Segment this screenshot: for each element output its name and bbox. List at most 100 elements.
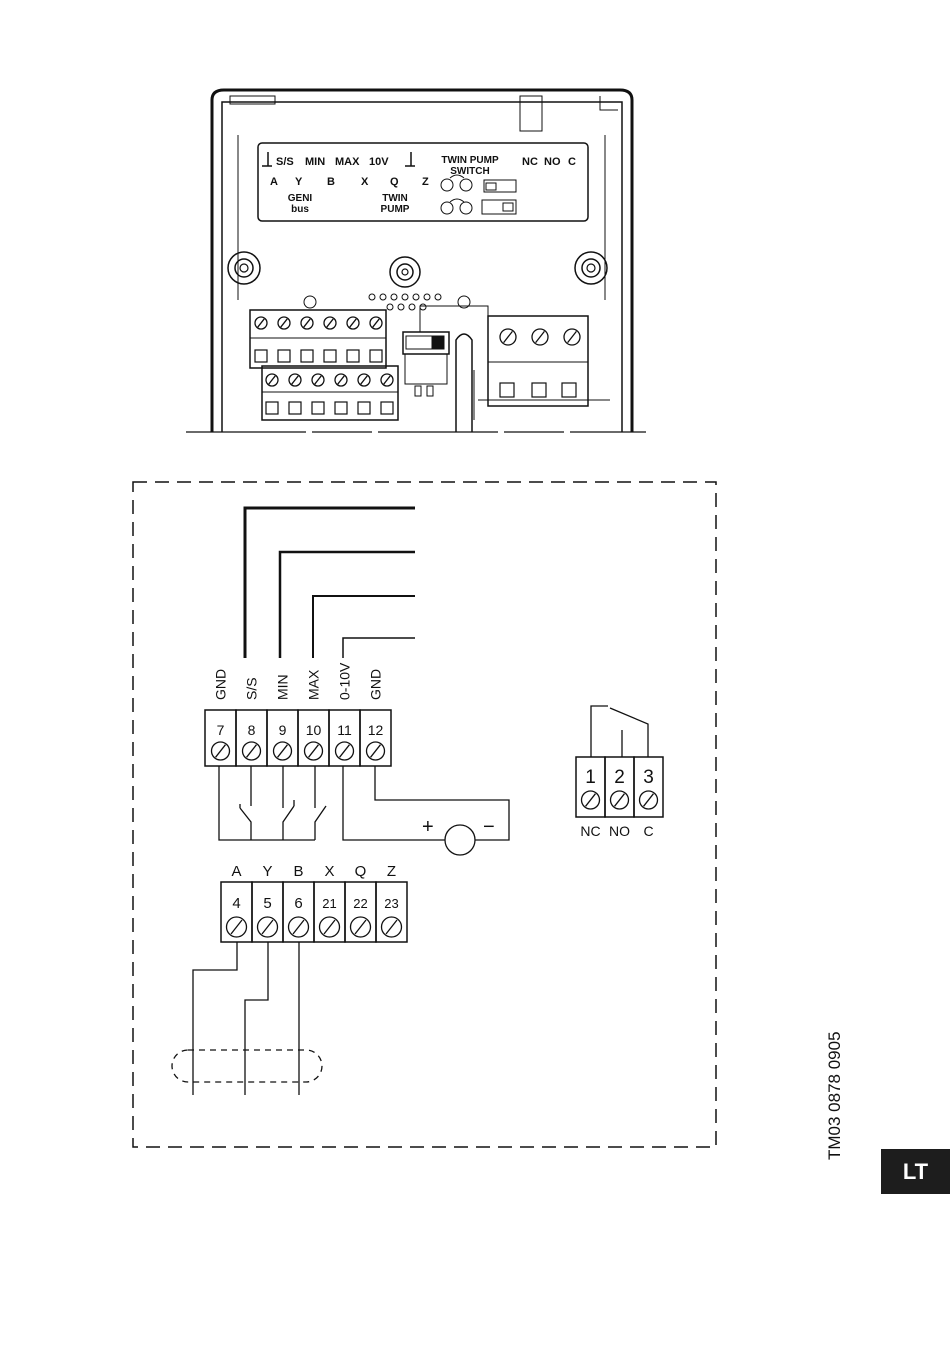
terminal-screw-icon bbox=[243, 742, 261, 760]
terminal-screw-icon bbox=[305, 742, 323, 760]
terminal-number: 11 bbox=[337, 722, 352, 738]
terminal-screw-icon bbox=[212, 742, 230, 760]
photo-screw-relay bbox=[532, 329, 548, 345]
input-leads bbox=[245, 508, 415, 658]
relay-terminal-2: 2NO bbox=[605, 757, 634, 839]
analog-signal-source bbox=[343, 766, 509, 855]
photo-terminal-slot bbox=[370, 350, 382, 362]
plate-label-10v: 10V bbox=[369, 156, 389, 168]
terminal-screw-icon bbox=[227, 917, 247, 937]
plate-label-z: Z bbox=[422, 176, 429, 188]
terminal-control-11: 11 0-10V bbox=[329, 662, 360, 766]
terminal-label: S/S bbox=[244, 677, 260, 700]
terminal-label: Q bbox=[355, 863, 367, 880]
plate-label-nc: NC bbox=[522, 156, 538, 168]
signal-minus: − bbox=[483, 816, 495, 838]
plate-label-q: Q bbox=[390, 176, 399, 188]
relay-contact bbox=[591, 706, 648, 757]
terminal-screw-icon bbox=[289, 917, 309, 937]
photo-screw-upper bbox=[255, 317, 267, 329]
photo-screw-upper bbox=[301, 317, 313, 329]
ground-symbol-icon bbox=[262, 152, 272, 166]
signal-plus: + bbox=[422, 816, 434, 838]
terminal-screws-upper bbox=[255, 317, 382, 362]
terminal-label: GND bbox=[368, 669, 384, 700]
terminal-screw-icon bbox=[367, 742, 385, 760]
photo-terminal-slot bbox=[381, 402, 393, 414]
terminal-label: A bbox=[231, 863, 241, 880]
terminal-number: 12 bbox=[368, 722, 384, 738]
terminal-screw-icon bbox=[351, 917, 371, 937]
terminal-number: 9 bbox=[279, 722, 287, 738]
terminal-number: 10 bbox=[306, 722, 322, 738]
photo-terminal-slot bbox=[289, 402, 301, 414]
photo-terminal-slot bbox=[312, 402, 324, 414]
plate-label-b: B bbox=[327, 176, 335, 188]
terminal-bus-5: Y5 bbox=[252, 863, 283, 942]
photo-terminal-slot bbox=[278, 350, 290, 362]
terminal-control-9: 9 MIN bbox=[267, 674, 298, 766]
plate-label-a: A bbox=[270, 176, 278, 188]
relay-number: 2 bbox=[614, 767, 625, 788]
terminal-screw-icon bbox=[582, 791, 600, 809]
terminal-number: 4 bbox=[232, 895, 240, 912]
terminal-screws-lower bbox=[266, 374, 393, 414]
terminal-screw-icon bbox=[274, 742, 292, 760]
terminal-label: Z bbox=[387, 863, 396, 880]
photo-screw-relay bbox=[500, 329, 516, 345]
relay-number: 3 bbox=[643, 767, 654, 788]
external-switches bbox=[219, 766, 326, 840]
photo-terminal-slot bbox=[347, 350, 359, 362]
relay-label: NC bbox=[580, 823, 600, 839]
photo-terminal-slot bbox=[266, 402, 278, 414]
language-badge: LT bbox=[881, 1149, 950, 1194]
terminal-screws-relay bbox=[500, 329, 580, 345]
relay-terminal-block: 1NC 2NO 3C bbox=[576, 757, 663, 839]
photo-screw-relay bbox=[564, 329, 580, 345]
relay-label: C bbox=[643, 823, 653, 839]
terminal-control-8: 8 S/S bbox=[236, 677, 267, 766]
terminal-control-12: 12 GND bbox=[360, 669, 391, 766]
terminal-label: X bbox=[324, 863, 334, 880]
terminal-box-drawing bbox=[186, 90, 646, 432]
photo-screw-lower bbox=[312, 374, 324, 386]
photo-terminal-slot bbox=[358, 402, 370, 414]
ground-symbol-icon bbox=[405, 152, 415, 166]
photo-screw-lower bbox=[335, 374, 347, 386]
photo-screw-lower bbox=[266, 374, 278, 386]
relay-number: 1 bbox=[585, 767, 596, 788]
plate-label-max: MAX bbox=[335, 156, 360, 168]
terminal-bus-4: A4 bbox=[221, 863, 252, 942]
photo-screw-lower bbox=[381, 374, 393, 386]
terminal-label: MIN bbox=[275, 674, 291, 700]
bus-cable bbox=[172, 942, 322, 1095]
photo-screw-lower bbox=[358, 374, 370, 386]
photo-screw-upper bbox=[370, 317, 382, 329]
terminal-label: Y bbox=[262, 863, 272, 880]
terminal-number: 5 bbox=[263, 895, 271, 912]
drawing-reference-code: TM03 0878 0905 bbox=[825, 1031, 845, 1160]
plate-label-ss: S/S bbox=[276, 156, 294, 168]
terminal-label: B bbox=[293, 863, 303, 880]
terminal-screw-icon bbox=[320, 917, 340, 937]
photo-terminal-slot bbox=[255, 350, 267, 362]
terminal-screw-icon bbox=[611, 791, 629, 809]
terminal-screw-icon bbox=[336, 742, 354, 760]
photo-terminal-slot bbox=[335, 402, 347, 414]
plate-label-c: C bbox=[568, 156, 576, 168]
terminal-number: 22 bbox=[353, 896, 367, 911]
terminal-number: 6 bbox=[294, 895, 302, 912]
terminal-screw-icon bbox=[382, 917, 402, 937]
terminal-number: 8 bbox=[248, 722, 256, 738]
terminal-label: 0-10V bbox=[337, 662, 353, 700]
photo-screw-upper bbox=[347, 317, 359, 329]
terminal-screw-icon bbox=[640, 791, 658, 809]
photo-screw-upper bbox=[278, 317, 290, 329]
